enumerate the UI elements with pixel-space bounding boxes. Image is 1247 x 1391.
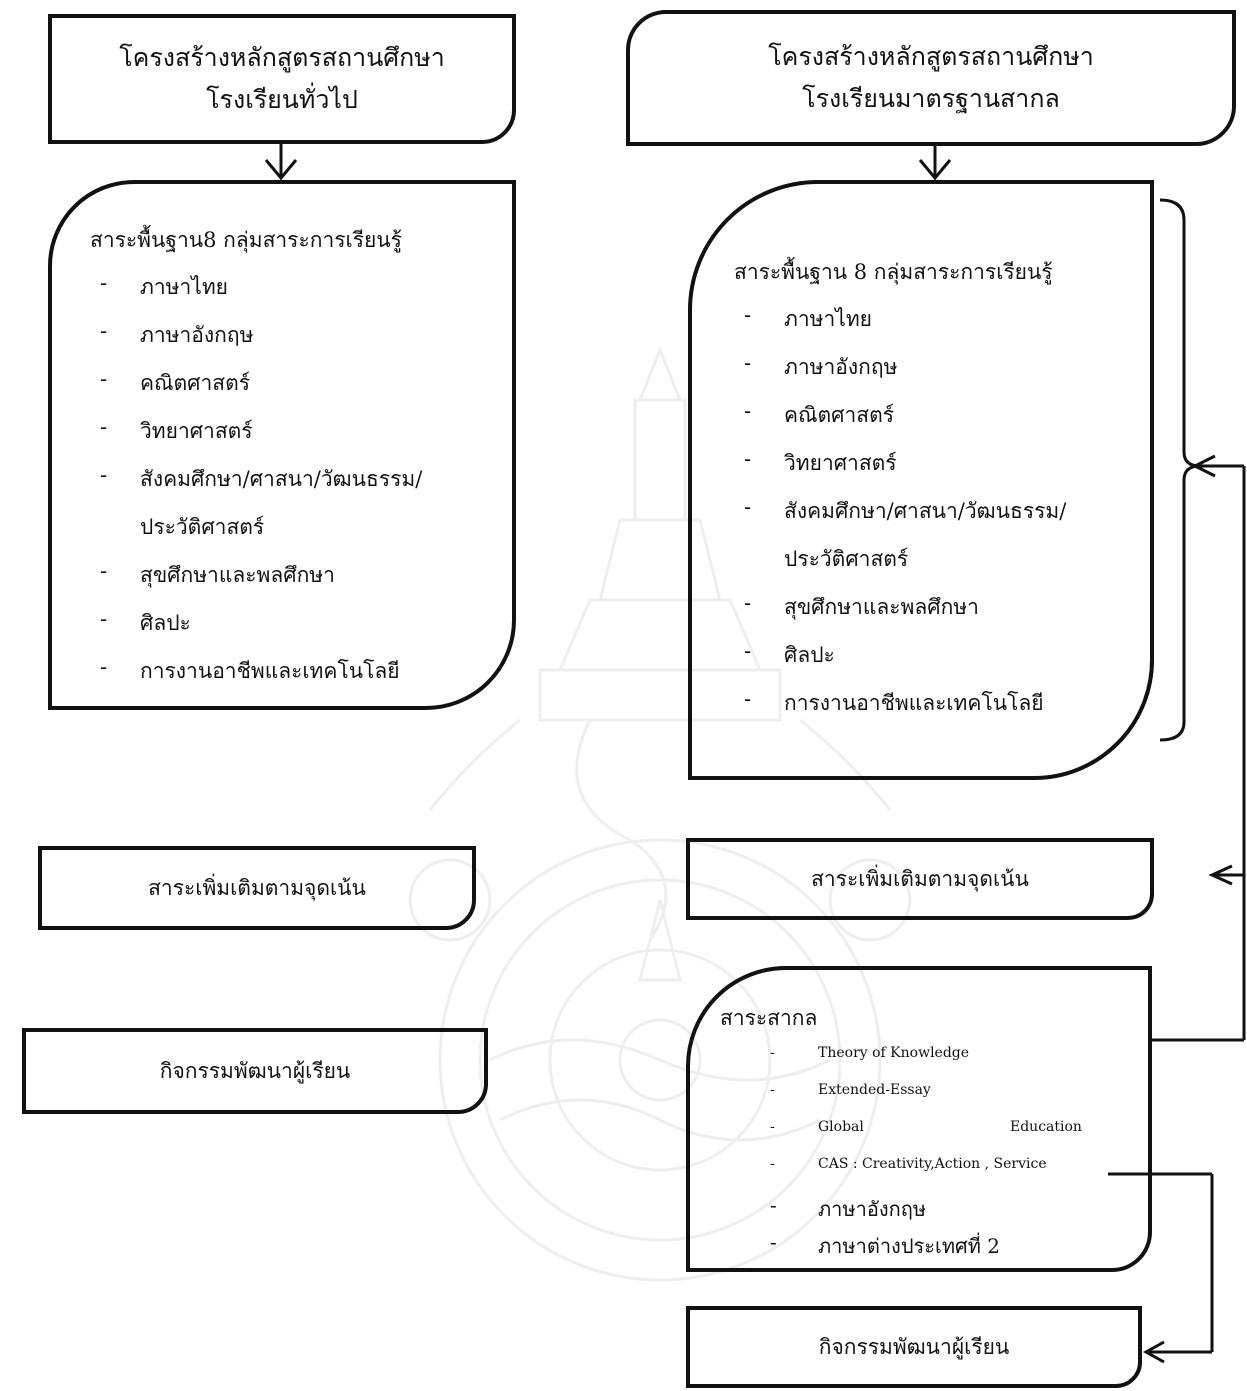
subject-item: - การงานอาชีพและเทคโนโลยี — [90, 655, 422, 703]
international-item: - ภาษาต่างประเทศที่ 2 — [720, 1230, 1140, 1267]
international-item: - Theory of Knowledge — [720, 1045, 1140, 1082]
list-bullet: - — [744, 351, 752, 375]
subject-item: - สุขศึกษาและพลศึกษา — [734, 591, 1066, 639]
subject-label: สุขศึกษาและพลศึกษา — [140, 563, 335, 587]
subject-item: - ภาษาไทย — [734, 303, 1066, 351]
subject-label: การงานอาชีพและเทคโนโลยี — [140, 659, 400, 683]
subject-label: ประวัติศาสตร์ — [140, 515, 265, 539]
international-item: - Global Education — [720, 1119, 1140, 1156]
subject-label: ศิลปะ — [140, 611, 191, 635]
subject-label: ภาษาอังกฤษ — [140, 323, 254, 347]
left-title-line2: โรงเรียนทั่วไป — [206, 85, 358, 114]
left-activities-box: กิจกรรมพัฒนาผู้เรียน — [22, 1028, 488, 1114]
list-bullet: - — [100, 367, 108, 391]
subject-item: - วิทยาศาสตร์ — [90, 415, 422, 463]
international-list: - Theory of Knowledge - Extended-Essay - Glob… — [720, 1045, 1140, 1267]
right-activities-label: กิจกรรมพัฒนาผู้เรียน — [818, 1334, 1010, 1359]
right-activities-box: กิจกรรมพัฒนาผู้เรียน — [686, 1306, 1142, 1388]
subject-item: - ภาษาอังกฤษ — [734, 351, 1066, 399]
right-additional-box: สาระเพิ่มเติมตามจุดเน้น — [686, 838, 1154, 920]
subject-item: - การงานอาชีพและเทคโนโลยี — [734, 687, 1066, 735]
list-bullet: - — [100, 415, 108, 439]
subject-label: คณิตศาสตร์ — [140, 371, 251, 395]
right-core-subjects: สาระพื้นฐาน 8 กลุ่มสาระการเรียนรู้ - ภาษา… — [734, 256, 1066, 735]
subject-item: - ศิลปะ — [734, 639, 1066, 687]
right-core-list: - ภาษาไทย - ภาษาอังกฤษ - คณิตศาสตร์ - วิทยาศาสต… — [734, 303, 1066, 735]
international-label: ภาษาต่างประเทศที่ 2 — [818, 1234, 1000, 1258]
international-label: Extended-Essay — [818, 1082, 931, 1098]
subject-label: คณิตศาสตร์ — [784, 403, 895, 427]
international-item: - CAS : Creativity,Action , Service — [720, 1156, 1140, 1193]
left-title-box: โครงสร้างหลักสูตรสถานศึกษา โรงเรียนทั่วไ… — [48, 14, 516, 144]
list-bullet: - — [744, 303, 752, 327]
subject-item: - ภาษาอังกฤษ — [90, 319, 422, 367]
subject-label: วิทยาศาสตร์ — [784, 451, 897, 475]
subject-item: - คณิตศาสตร์ — [90, 367, 422, 415]
list-bullet: - — [744, 399, 752, 423]
subject-label: สุขศึกษาและพลศึกษา — [784, 595, 979, 619]
left-core-list: - ภาษาไทย - ภาษาอังกฤษ - คณิตศาสตร์ - วิทยาศาสต… — [90, 271, 422, 703]
subject-label: ภาษาไทย — [784, 307, 872, 331]
left-core-heading: สาระพื้นฐาน8 กลุ่มสาระการเรียนรู้ — [90, 228, 402, 252]
international-item: - ภาษาอังกฤษ — [720, 1193, 1140, 1230]
left-additional-box: สาระเพิ่มเติมตามจุดเน้น — [38, 846, 476, 930]
list-bullet: - — [100, 607, 108, 631]
subject-item: ประวัติศาสตร์ — [90, 511, 422, 559]
subject-label: วิทยาศาสตร์ — [140, 419, 253, 443]
international-label-part: Global — [818, 1119, 864, 1135]
right-additional-label: สาระเพิ่มเติมตามจุดเน้น — [811, 866, 1029, 891]
right-international-subjects: สาระสากล - Theory of Knowledge - Extended-E… — [720, 1002, 1140, 1267]
list-bullet: - — [770, 1156, 775, 1172]
right-title-line1: โครงสร้างหลักสูตรสถานศึกษา — [768, 42, 1094, 71]
subject-item: ประวัติศาสตร์ — [734, 543, 1066, 591]
subject-label: ภาษาอังกฤษ — [784, 355, 898, 379]
subject-item: - วิทยาศาสตร์ — [734, 447, 1066, 495]
left-core-subjects: สาระพื้นฐาน8 กลุ่มสาระการเรียนรู้ - ภาษาไ… — [90, 224, 422, 703]
list-bullet: - — [744, 495, 752, 519]
subject-item: - คณิตศาสตร์ — [734, 399, 1066, 447]
list-bullet: - — [100, 319, 108, 343]
international-heading: สาระสากล — [720, 1006, 818, 1030]
left-activities-label: กิจกรรมพัฒนาผู้เรียน — [159, 1058, 351, 1083]
subject-label: สังคมศึกษา/ศาสนา/วัฒนธรรม/ — [784, 499, 1067, 523]
subject-label: ศิลปะ — [784, 643, 835, 667]
right-international-box — [686, 966, 1152, 1272]
list-bullet: - — [100, 271, 108, 295]
international-label: CAS : Creativity,Action , Service — [818, 1156, 1047, 1172]
list-bullet: - — [100, 559, 108, 583]
subject-item: - ภาษาไทย — [90, 271, 422, 319]
subject-label: ประวัติศาสตร์ — [784, 547, 909, 571]
list-bullet: - — [100, 463, 108, 487]
list-bullet: - — [744, 447, 752, 471]
list-bullet: - — [100, 655, 108, 679]
international-item: - Extended-Essay — [720, 1082, 1140, 1119]
right-core-subjects-box — [688, 180, 1154, 780]
right-core-heading: สาระพื้นฐาน 8 กลุ่มสาระการเรียนรู้ — [734, 260, 1053, 284]
right-title-box: โครงสร้างหลักสูตรสถานศึกษา โรงเรียนมาตรฐ… — [626, 10, 1236, 146]
international-label: ภาษาอังกฤษ — [818, 1197, 927, 1221]
list-bullet: - — [770, 1230, 777, 1254]
list-bullet: - — [744, 687, 752, 711]
list-bullet: - — [770, 1119, 775, 1135]
list-bullet: - — [770, 1045, 775, 1061]
subject-label: ภาษาไทย — [140, 275, 228, 299]
right-title-line2: โรงเรียนมาตรฐานสากล — [802, 84, 1060, 113]
university-seal-watermark — [408, 345, 912, 1282]
list-bullet: - — [770, 1082, 775, 1098]
international-label: Theory of Knowledge — [818, 1045, 970, 1061]
list-bullet: - — [744, 591, 752, 615]
list-bullet: - — [770, 1193, 777, 1217]
subject-item: - สังคมศึกษา/ศาสนา/วัฒนธรรม/ — [734, 495, 1066, 543]
left-title-line1: โครงสร้างหลักสูตรสถานศึกษา — [119, 43, 445, 72]
left-additional-label: สาระเพิ่มเติมตามจุดเน้น — [148, 875, 366, 900]
subject-item: - สังคมศึกษา/ศาสนา/วัฒนธรรม/ — [90, 463, 422, 511]
left-core-subjects-box — [48, 180, 516, 710]
subject-item: - ศิลปะ — [90, 607, 422, 655]
international-label-part: Education — [1010, 1119, 1082, 1135]
list-bullet: - — [744, 639, 752, 663]
subject-item: - สุขศึกษาและพลศึกษา — [90, 559, 422, 607]
subject-label: การงานอาชีพและเทคโนโลยี — [784, 691, 1044, 715]
subject-label: สังคมศึกษา/ศาสนา/วัฒนธรรม/ — [140, 467, 423, 491]
